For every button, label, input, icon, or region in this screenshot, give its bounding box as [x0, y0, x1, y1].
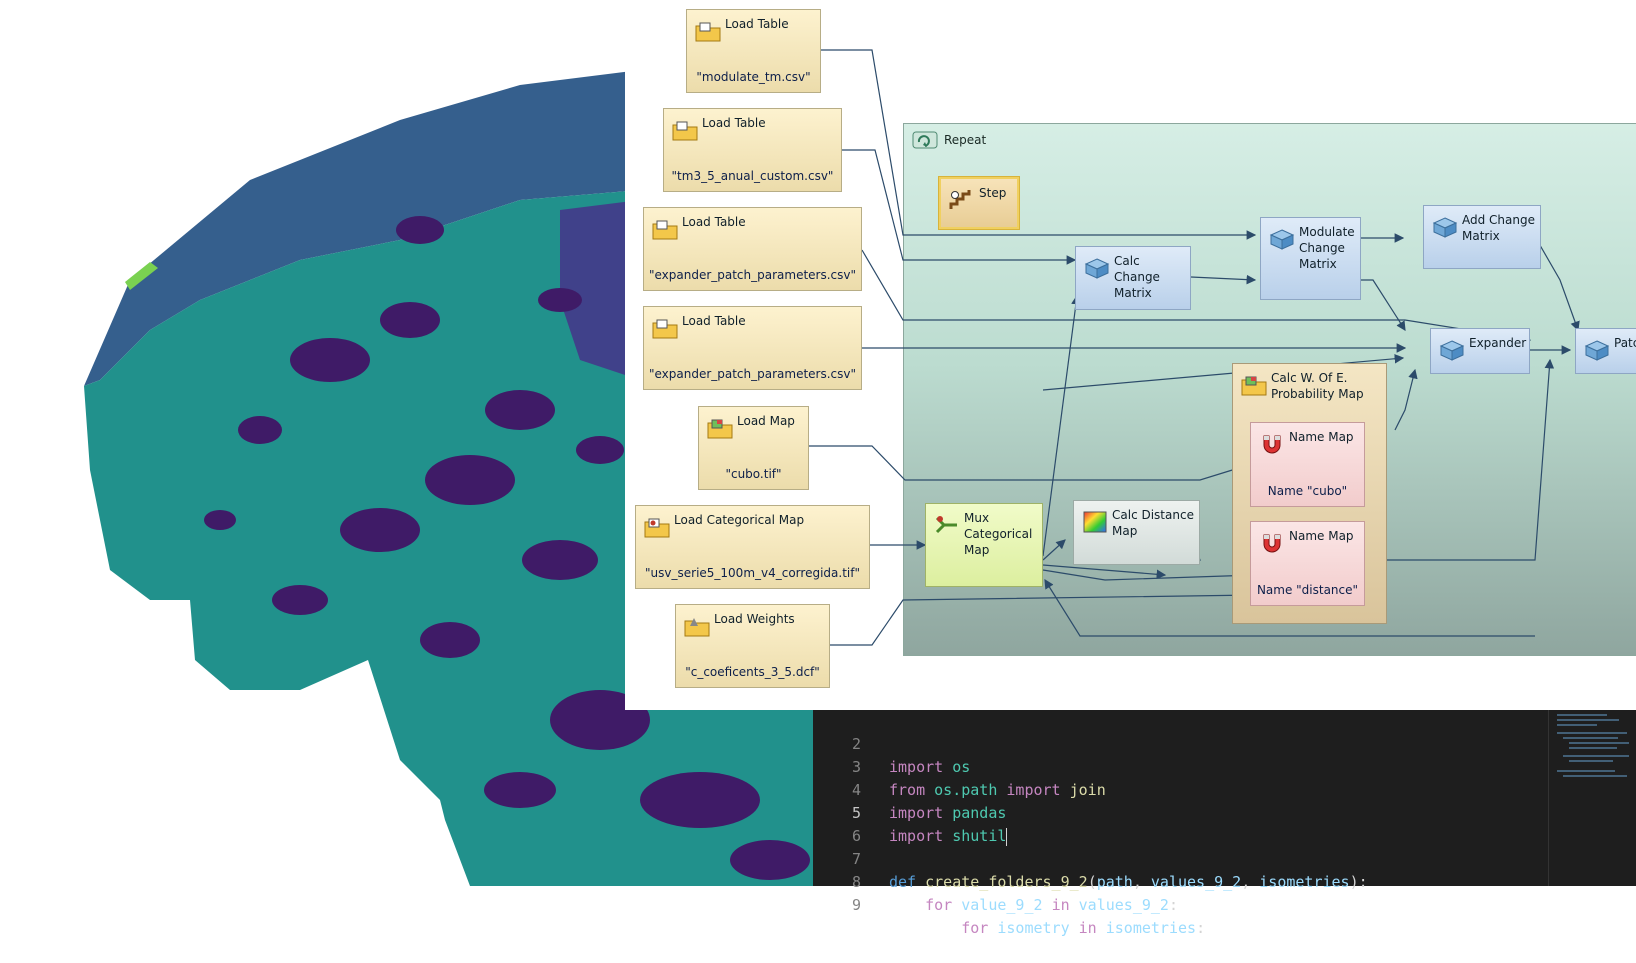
load-table-node-3[interactable]: Load Table "expander_patch_parameters.cs… [643, 207, 862, 291]
code-text: import pandas [889, 804, 1007, 822]
patcher-node[interactable]: Patc [1575, 328, 1636, 374]
folder-map-icon [1241, 376, 1267, 396]
load-table-node-2[interactable]: Load Table "tm3_5_anual_custom.csv" [663, 108, 842, 192]
node-title: Expander [1469, 336, 1527, 350]
code-line[interactable]: 3 from os.path import join [813, 733, 1548, 799]
map-green-edge [125, 262, 158, 290]
code-text: import shutil [889, 827, 1008, 846]
node-title: Name Map [1289, 430, 1354, 444]
step-node[interactable]: Step [938, 176, 1020, 230]
code-text: for isometry in isometries: [961, 919, 1206, 937]
folder-weights-icon [684, 618, 710, 637]
load-table-node-4[interactable]: Load Table "expander_patch_parameters.cs… [643, 306, 862, 390]
code-line[interactable]: 4 import pandas [813, 756, 1548, 822]
folder-table-icon [652, 220, 678, 240]
load-weights-node[interactable]: Load Weights "c_coeficents_3_5.dcf" [675, 604, 830, 688]
folder-table-icon [652, 319, 678, 339]
load-categorical-map-node[interactable]: Load Categorical Map "usv_serie5_100m_v4… [635, 505, 870, 589]
modulate-change-matrix-node[interactable]: Modulate Change Matrix [1260, 217, 1361, 300]
node-title: Calc W. Of E. Probability Map [1271, 371, 1364, 401]
code-text: import os [889, 758, 971, 776]
cube-table-icon [1084, 258, 1110, 279]
mux-categorical-map-node[interactable]: Mux Categorical Map [925, 503, 1043, 587]
line-number: 3 [851, 758, 861, 776]
folder-map-icon [707, 419, 733, 439]
code-line[interactable]: 6 [813, 802, 1548, 845]
node-title: Load Table [682, 215, 746, 229]
node-title: Load Categorical Map [674, 513, 805, 527]
node-value: "modulate_tm.csv" [696, 70, 811, 84]
code-text: from os.path import join [889, 781, 1106, 799]
text-cursor [1006, 827, 1008, 846]
cube-icon [1439, 340, 1465, 361]
node-title: Load Table [725, 17, 789, 31]
staircase-icon [949, 190, 971, 209]
code-line[interactable]: 7 def create_folders_9_2(path, values_9_… [813, 825, 1548, 891]
node-value: "usv_serie5_100m_v4_corregida.tif" [645, 566, 860, 580]
calc-change-matrix-node[interactable]: Calc Change Matrix [1075, 246, 1191, 310]
name-map-distance-node[interactable]: Name Map Name "distance" [1250, 521, 1365, 606]
node-title: Load Map [737, 414, 795, 428]
line-number: 6 [851, 827, 861, 845]
code-line[interactable]: 8 for value_9_2 in values_9_2: [813, 848, 1548, 914]
node-title: Name Map [1289, 529, 1354, 543]
cube-icon [1269, 229, 1295, 250]
node-value: Name "cubo" [1267, 484, 1348, 498]
add-change-matrix-node[interactable]: Add Change Matrix [1423, 205, 1541, 269]
folder-table-icon [672, 121, 698, 141]
name-map-cubo-node[interactable]: Name Map Name "cubo" [1250, 422, 1365, 507]
load-table-node-1[interactable]: Load Table "modulate_tm.csv" [686, 9, 821, 93]
line-number: 7 [851, 850, 861, 868]
node-title: Calc Change Matrix [1114, 254, 1160, 300]
node-title: Mux Categorical Map [964, 511, 1033, 557]
load-map-node[interactable]: Load Map "cubo.tif" [698, 406, 809, 490]
connection-lines [809, 49, 1580, 646]
folder-table-icon [695, 22, 721, 42]
code-line-active[interactable]: 5 import shutil [813, 779, 1548, 846]
node-title: Load Table [682, 314, 746, 328]
code-line[interactable]: 2 import os [813, 710, 1548, 776]
cube-table-icon [1432, 217, 1458, 238]
magnet-icon [1263, 435, 1281, 454]
node-title: Modulate Change Matrix [1299, 225, 1355, 271]
map-indigo-patch [560, 200, 640, 380]
map-patches [204, 216, 810, 880]
node-title: Calc Distance Map [1112, 508, 1194, 538]
node-value: "cubo.tif" [725, 467, 782, 481]
rainbow-map-icon [1083, 511, 1107, 533]
node-title: Step [979, 186, 1007, 200]
repeat-icon [912, 131, 938, 149]
editor-minimap[interactable] [1548, 710, 1636, 886]
mux-arrow-icon [935, 516, 957, 534]
cube-icon [1584, 340, 1610, 361]
line-number: 4 [851, 781, 861, 799]
node-value: "expander_patch_parameters.csv" [648, 367, 857, 381]
repeat-label: Repeat [944, 133, 987, 147]
node-value: "c_coeficents_3_5.dcf" [685, 665, 820, 679]
line-number: 9 [851, 896, 861, 914]
expander-node[interactable]: Expander [1430, 328, 1530, 374]
node-title: Patc [1614, 336, 1636, 350]
node-title: Add Change Matrix [1462, 213, 1535, 243]
node-value: "tm3_5_anual_custom.csv" [671, 169, 834, 183]
calc-distance-map-node[interactable]: Calc Distance Map [1073, 500, 1200, 565]
line-number: 8 [851, 873, 861, 891]
node-title: Load Weights [714, 612, 795, 626]
folder-categorical-map-icon [644, 518, 670, 538]
code-line[interactable]: 9 for isometry in isometries: [813, 871, 1548, 937]
repeat-header: Repeat [912, 130, 986, 150]
code-editor[interactable]: 2 import os 3 from os.path import join 4… [813, 710, 1636, 937]
line-number: 5 [851, 804, 861, 822]
model-diagram-canvas[interactable]: Repeat [625, 0, 1636, 710]
line-number: 2 [851, 735, 861, 753]
magnet-icon [1263, 534, 1281, 553]
code-text: for value_9_2 in values_9_2: [925, 896, 1178, 914]
node-value: Name "distance" [1256, 583, 1359, 597]
map-coast-band [84, 70, 640, 386]
node-value: "expander_patch_parameters.csv" [648, 268, 857, 282]
node-title: Load Table [702, 116, 766, 130]
